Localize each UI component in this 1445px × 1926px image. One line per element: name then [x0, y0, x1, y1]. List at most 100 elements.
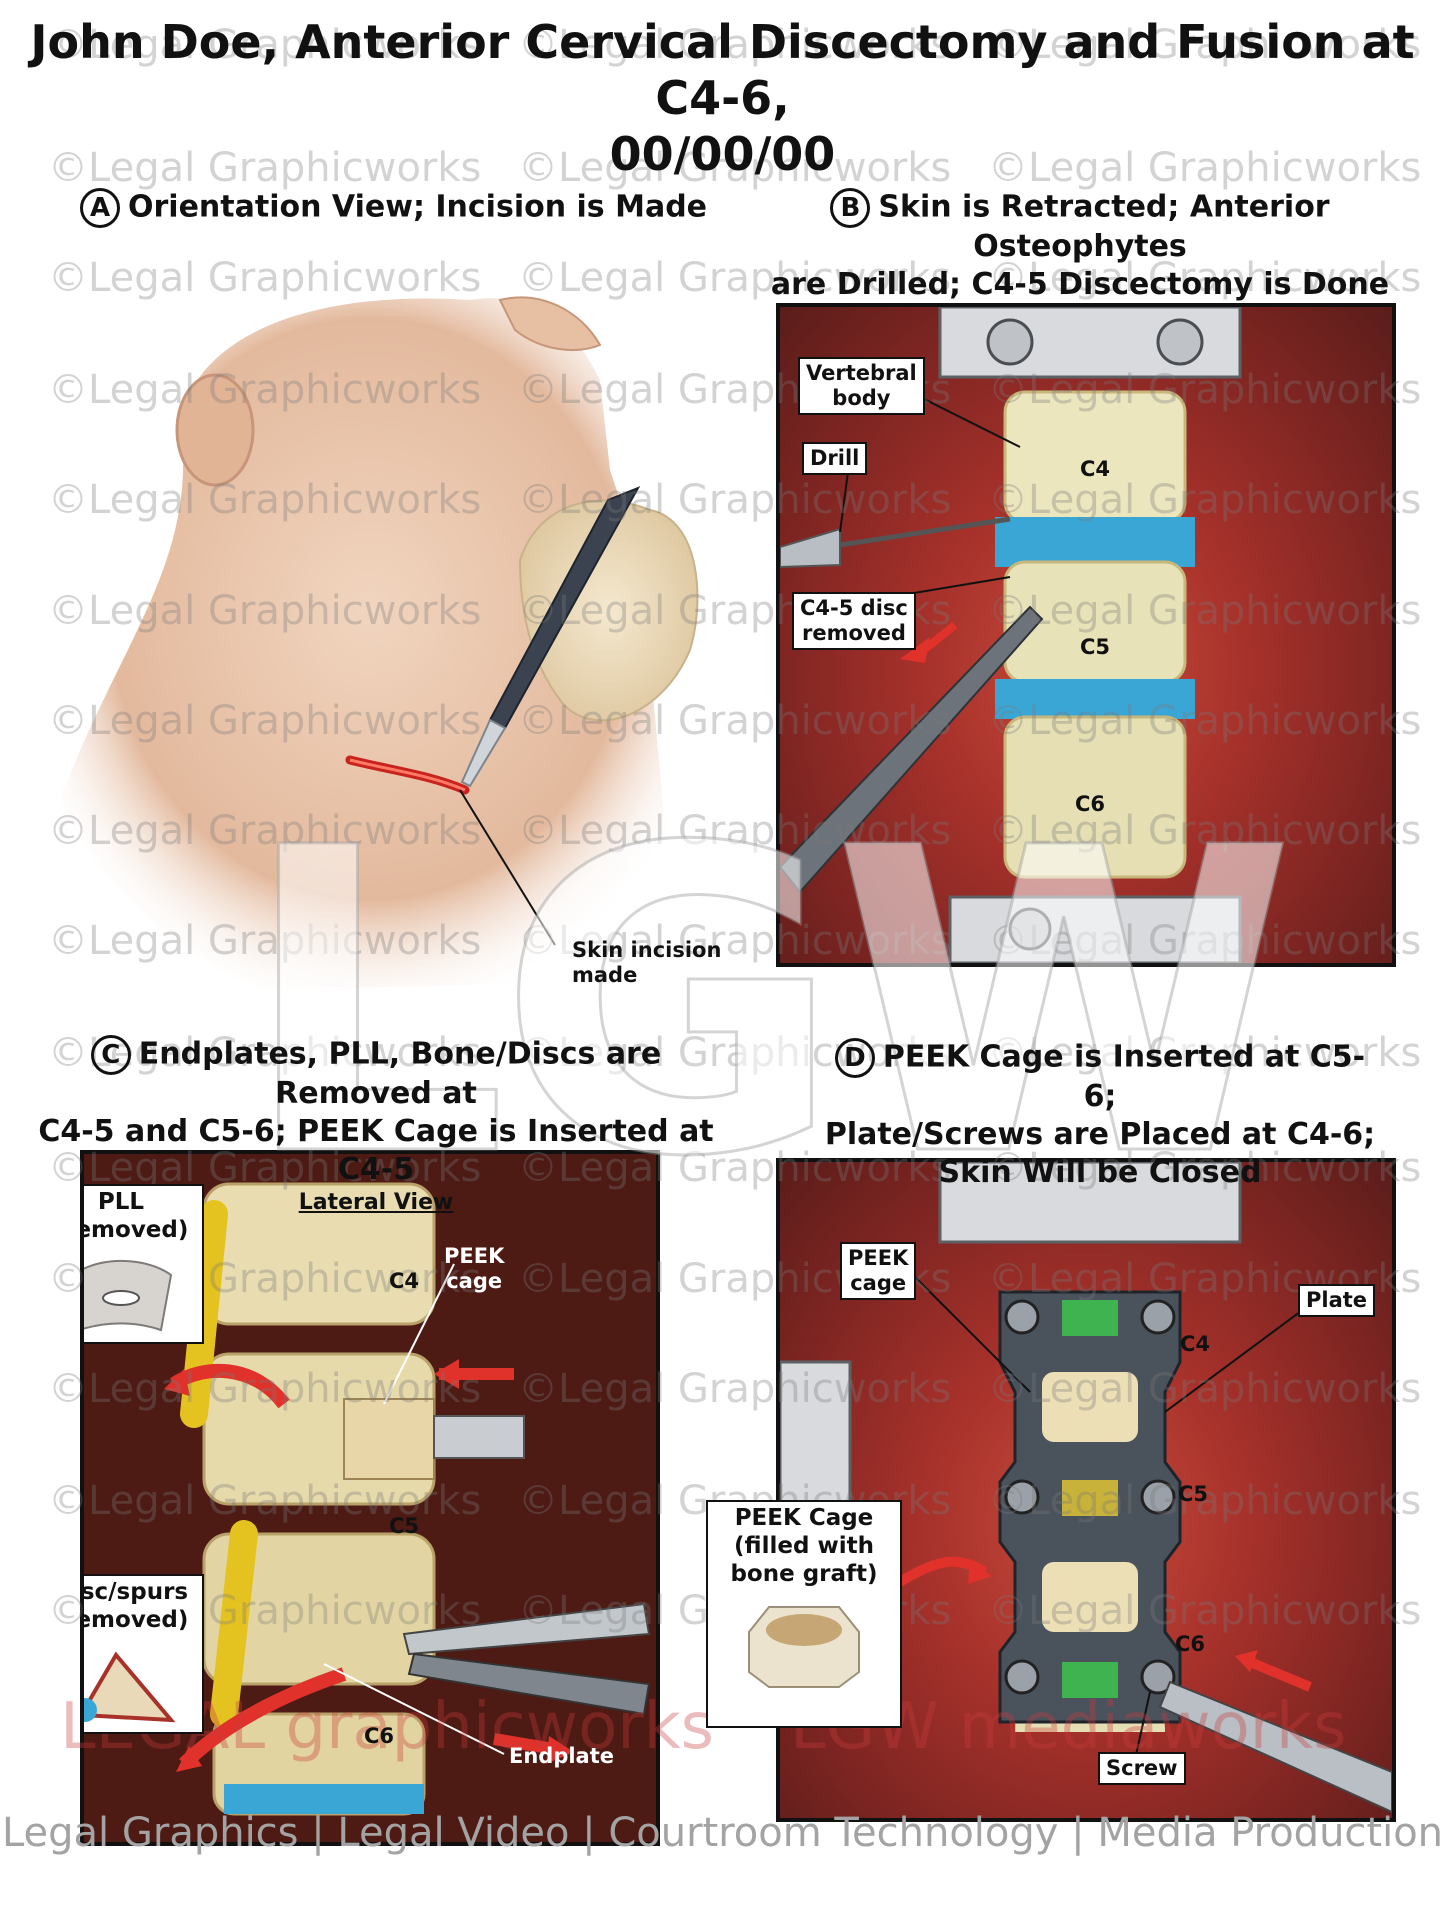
- label-c4: C4: [1080, 457, 1111, 481]
- watermark: ©Legal Graphicworks: [988, 808, 1422, 854]
- suction-instrument-icon: [780, 605, 1044, 894]
- gloved-hand-icon: [518, 499, 699, 722]
- watermark: ©Legal Graphicworks: [988, 255, 1422, 301]
- panel-d-drawing: [780, 1162, 1392, 1814]
- watermark: ©Legal Graphicworks: [48, 1145, 482, 1191]
- label-disc-spurs-removed: Disc/spurs (removed): [84, 1574, 204, 1734]
- panel-d-badge: D: [834, 1038, 875, 1078]
- panel-c-drawing: [164, 1182, 651, 1816]
- label-c6: C6: [1175, 1632, 1206, 1656]
- panel-d-image: PEEK cage Plate C4 C5 C6 Screw: [776, 1158, 1396, 1822]
- scalpel-icon: [460, 486, 641, 788]
- title-line-1: John Doe, Anterior Cervical Discectomy a…: [30, 15, 1415, 125]
- watermark: ©Legal Graphicworks: [988, 1478, 1422, 1524]
- label-endplate: Endplate: [509, 1744, 615, 1768]
- retractor-top-icon: [938, 1162, 1242, 1244]
- label-pll-removed: PLL (removed): [84, 1184, 204, 1344]
- panel-b-badge: B: [830, 188, 871, 228]
- spine-column: [995, 390, 1195, 879]
- spine-lateral: [202, 1182, 436, 1816]
- fusion-plate-icon: [998, 1290, 1182, 1724]
- arrow-icon: [897, 1556, 1312, 1692]
- arrow-icon: [164, 1359, 574, 1772]
- watermark: ©Legal Graphicworks: [988, 477, 1422, 523]
- watermark: ©Legal Graphicworks: [518, 255, 952, 301]
- watermark: ©Legal Graphicworks: [48, 22, 482, 68]
- watermark: ©Legal Graphicworks: [988, 22, 1422, 68]
- incision-icon: [345, 755, 470, 795]
- panel-a-badge: A: [80, 188, 120, 228]
- page-title: John Doe, Anterior Cervical Discectomy a…: [0, 14, 1445, 182]
- peek-cage-graft-icon: [748, 1606, 860, 1688]
- peek-cage-icon: [343, 1398, 525, 1480]
- label-plate: Plate: [1298, 1284, 1376, 1317]
- panel-d-title-3: Skin Will be Closed: [938, 1155, 1262, 1190]
- panel-a-title: Orientation View; Incision is Made: [128, 189, 708, 225]
- watermark: ©Legal Graphicworks: [988, 1366, 1422, 1412]
- label-c4: C4: [1180, 1332, 1211, 1356]
- label-peek-cage: PEEK cage: [840, 1242, 917, 1300]
- watermark: ©Legal Graphicworks: [988, 588, 1422, 634]
- watermark: ©Legal Graphicworks: [518, 1366, 952, 1412]
- watermark: ©Legal Graphicworks: [518, 1030, 952, 1076]
- label-c6: C6: [1075, 792, 1106, 816]
- watermark: ©Legal Graphicworks: [988, 1030, 1422, 1076]
- watermark: ©Legal Graphicworks: [48, 588, 482, 634]
- panel-c-title-1: Endplates, PLL, Bone/Discs are Removed a…: [138, 1036, 662, 1112]
- label-skin-incision: Skin incision made: [572, 938, 722, 987]
- nose-icon: [498, 296, 602, 351]
- panel-b-drawing: [780, 307, 1242, 963]
- nerve-roots-icon: [180, 1200, 258, 1728]
- label-c5: C5: [1178, 1482, 1209, 1506]
- panel-d-title-1: PEEK Cage is Inserted at C5-6;: [882, 1039, 1366, 1115]
- lgw-logo-watermark: LGW: [239, 759, 1298, 1251]
- watermark: ©Legal Graphicworks: [988, 1145, 1422, 1191]
- panel-c-image: PLL (removed) Disc/spurs (removed) C4 C5…: [80, 1150, 660, 1846]
- watermark: ©Legal Graphicworks: [48, 1478, 482, 1524]
- panel-b-title-2: are Drilled; C4-5 Discectomy is Done: [770, 267, 1390, 302]
- watermark: ©Legal Graphicworks: [518, 22, 952, 68]
- panel-d-title-2: Plate/Screws are Placed at C4-6;: [824, 1117, 1376, 1152]
- watermark: ©Legal Graphicworks: [518, 698, 952, 744]
- instrument-icon: [402, 1602, 651, 1716]
- watermark: ©Legal Graphicworks: [988, 145, 1422, 191]
- panel-b-image: Vertebral body Drill C4-5 disc removed C…: [776, 303, 1396, 967]
- label-c4: C4: [389, 1269, 420, 1293]
- watermark: ©Legal Graphicworks: [518, 1145, 952, 1191]
- watermark: ©Legal Graphicworks: [48, 918, 482, 964]
- watermark: ©Legal Graphicworks: [988, 1588, 1422, 1634]
- arrow-icon: [900, 621, 958, 663]
- label-peek-cage-filled: PEEK Cage (filled with bone graft): [706, 1500, 902, 1728]
- panel-b-title-1: Skin is Retracted; Anterior Osteophytes: [878, 189, 1330, 265]
- pll-ligament-icon: [84, 1259, 173, 1332]
- footer-tagline: Legal Graphics | Legal Video | Courtroom…: [1, 1810, 1444, 1856]
- ear-icon: [175, 373, 255, 487]
- label-c5: C5: [389, 1514, 420, 1538]
- watermark: ©Legal Graphicworks: [988, 367, 1422, 413]
- label-disc-removed: C4-5 disc removed: [792, 592, 916, 650]
- watermark: ©Legal Graphicworks: [48, 698, 482, 744]
- retractor-bottom-icon: [948, 895, 1242, 963]
- panel-c-badge: C: [90, 1035, 131, 1075]
- label-vertebral-body: Vertebral body: [798, 357, 925, 415]
- label-drill: Drill: [802, 442, 868, 475]
- drill-icon: [780, 516, 1011, 569]
- watermark: ©Legal Graphicworks: [48, 145, 482, 191]
- disc-fragment-icon: [84, 1651, 176, 1723]
- watermark: ©Legal Graphicworks: [48, 477, 482, 523]
- retractor-top-icon: [938, 307, 1242, 379]
- screwdriver-icon: [1158, 1680, 1392, 1814]
- watermark: ©Legal Graphicworks: [518, 145, 952, 191]
- panel-c-title-2: C4-5 and C5-6; PEEK Cage is Inserted at …: [38, 1114, 714, 1187]
- watermark: ©Legal Graphicworks: [48, 255, 482, 301]
- label-peek-cage: PEEK cage: [444, 1244, 505, 1293]
- watermark: ©Legal Graphicworks: [518, 808, 952, 854]
- watermark: ©Legal Graphicworks: [988, 698, 1422, 744]
- label-screw: Screw: [1098, 1752, 1186, 1785]
- label-c6: C6: [364, 1724, 395, 1748]
